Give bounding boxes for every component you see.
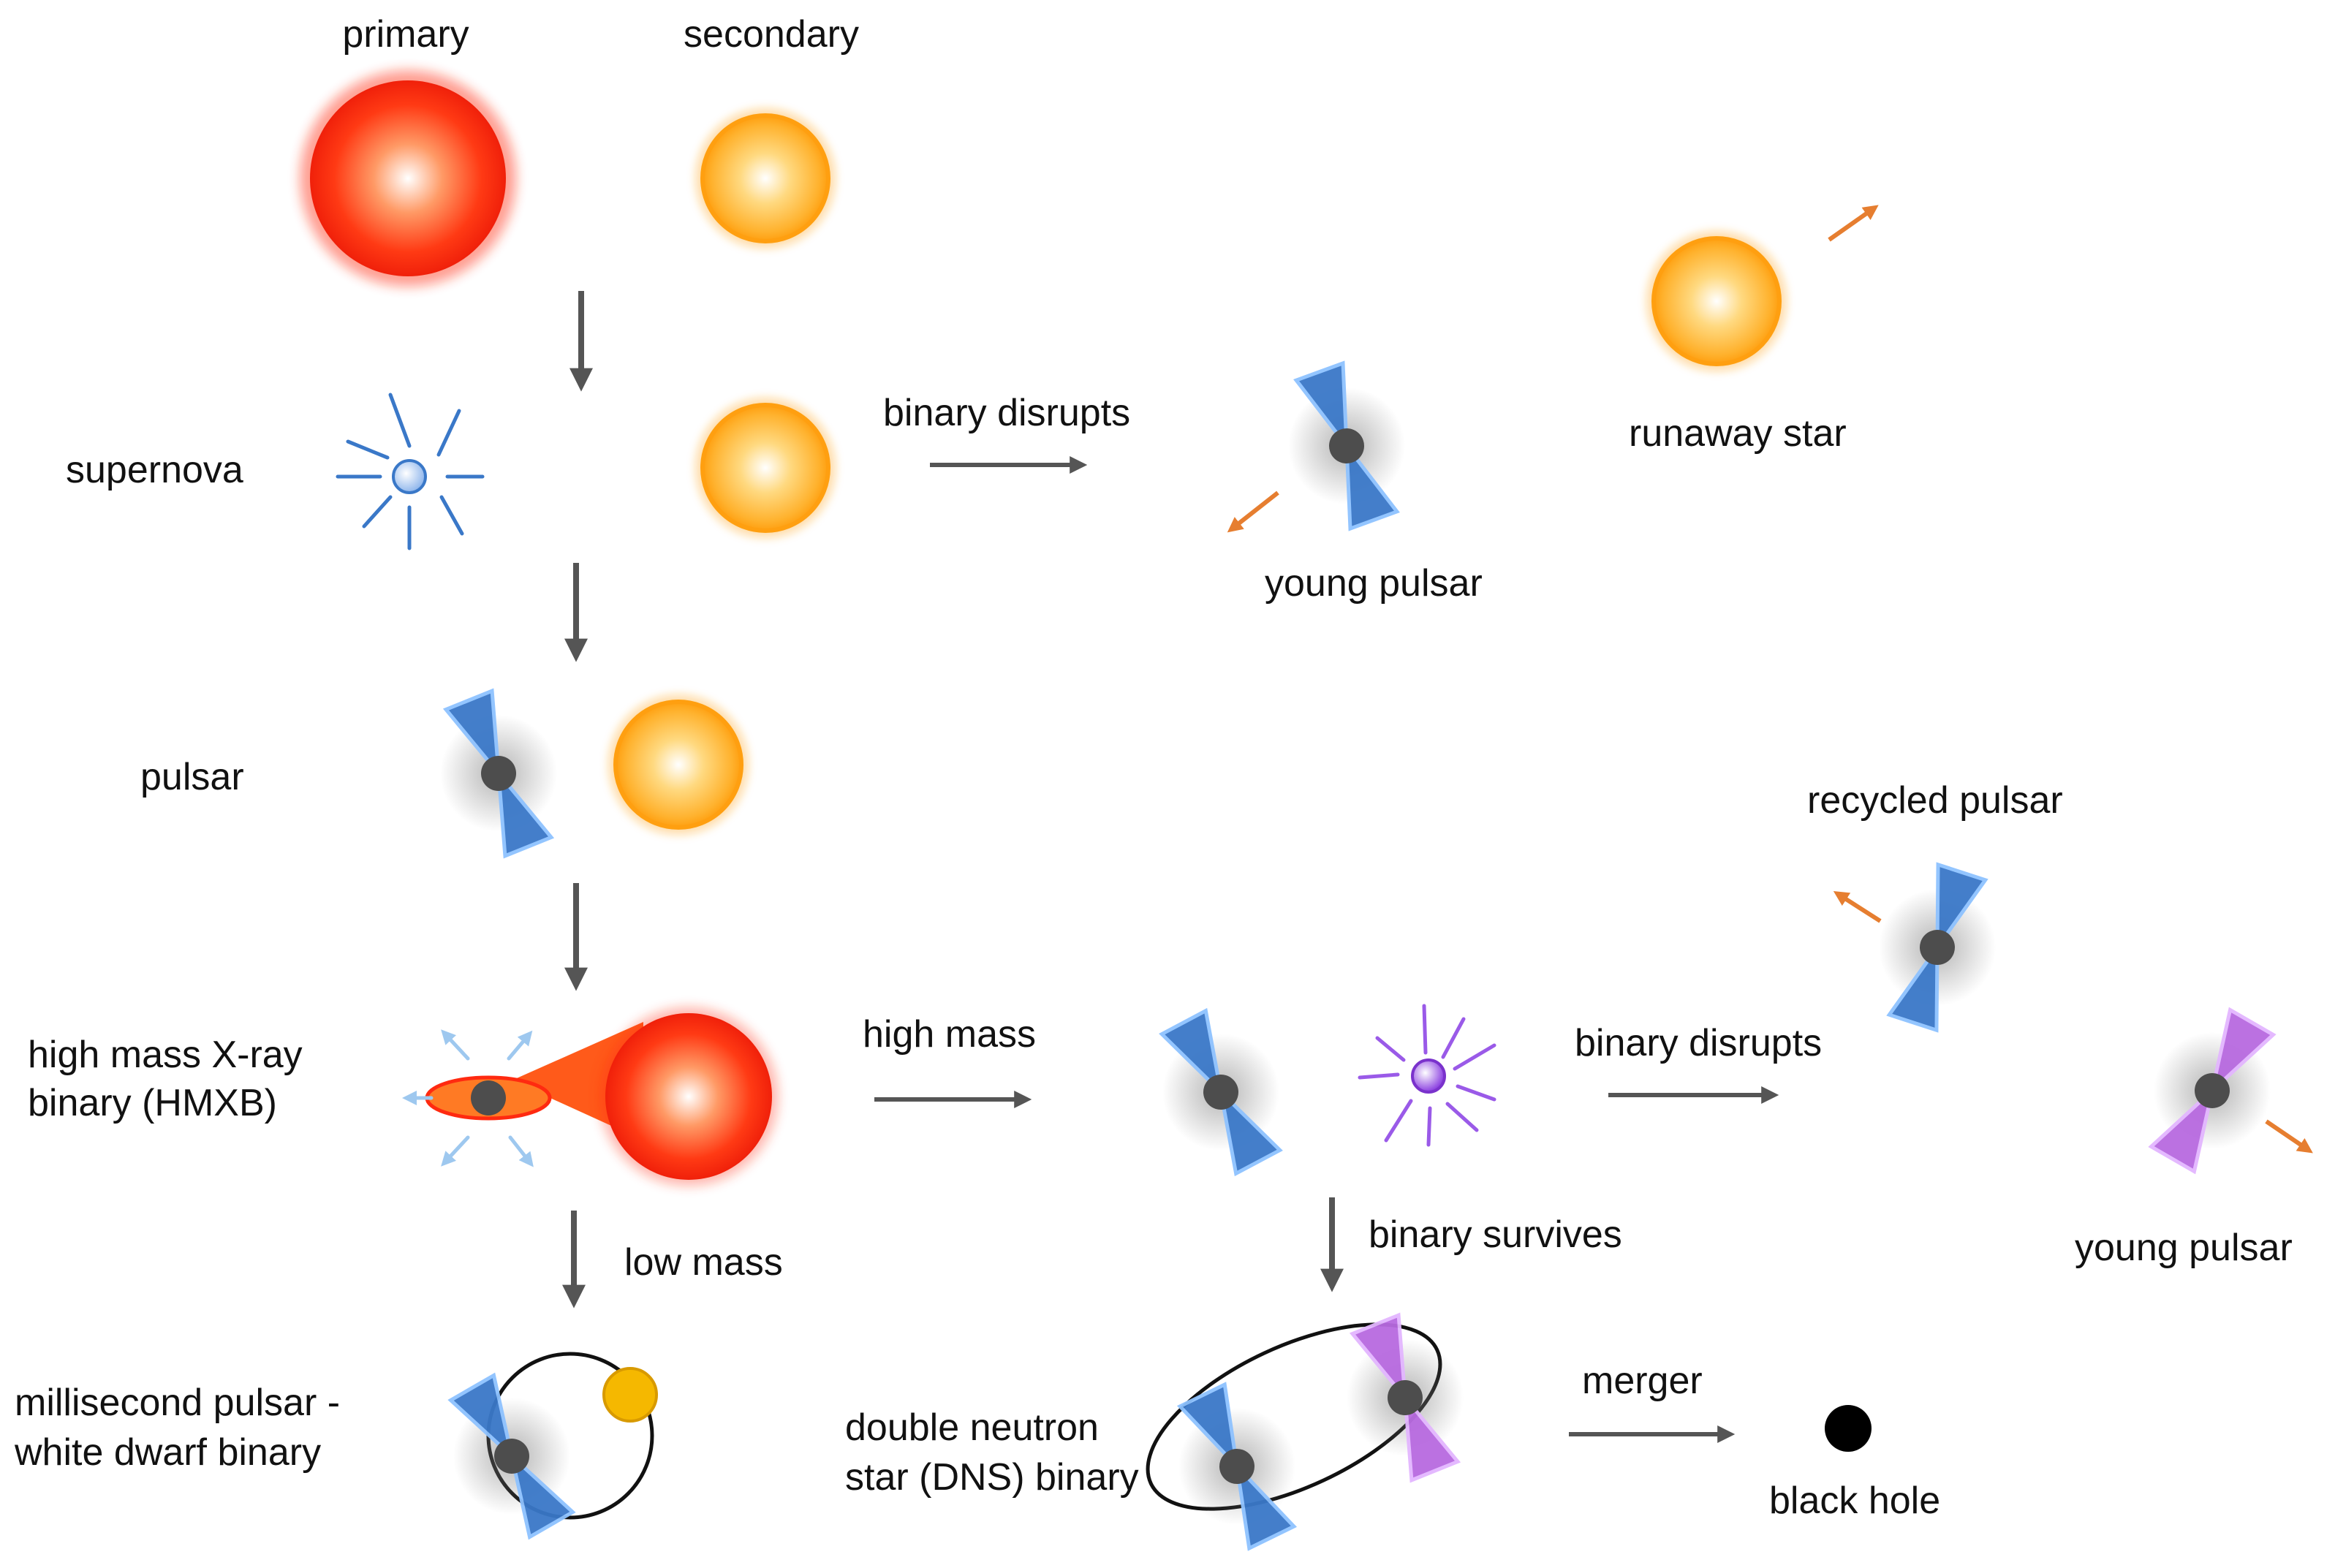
- velocity-arrow-young-pulsar-bottom: [2265, 1119, 2313, 1154]
- dns-label-line2: star (DNS) binary: [845, 1456, 1139, 1499]
- velocity-arrow-recycled-pulsar: [1833, 890, 1882, 923]
- millisecond-pulsar-icon: [422, 1358, 602, 1553]
- dns-label-line1: double neutron: [845, 1406, 1099, 1449]
- binary-disrupts-bottom-label: binary disrupts: [1575, 1022, 1822, 1064]
- secondary-star-with-pulsar-icon: [608, 694, 749, 835]
- msp-wd-label-line1: millisecond pulsar -: [15, 1382, 340, 1424]
- pulsar-icon: [415, 678, 582, 868]
- high-mass-label: high mass: [863, 1013, 1036, 1056]
- young-pulsar-top-label: young pulsar: [1265, 562, 1483, 605]
- young-pulsar-bottom-label: young pulsar: [2075, 1227, 2293, 1269]
- dns-pulsar-purple-icon: [1321, 1303, 1488, 1493]
- black-hole-label: black hole: [1769, 1480, 1940, 1522]
- recycled-pulsar-label: recycled pulsar: [1807, 779, 2063, 822]
- secondary-label: secondary: [684, 13, 859, 56]
- velocity-arrow-runaway-star: [1828, 205, 1879, 242]
- hmxb-system-icon: [425, 1007, 778, 1186]
- second-supernova-burst-icon: [1358, 1004, 1496, 1147]
- black-hole-icon: [1825, 1405, 1872, 1452]
- binary-survives-label: binary survives: [1369, 1213, 1622, 1256]
- young-pulsar-bottom-icon: [2122, 993, 2303, 1188]
- pulsar-label: pulsar: [140, 756, 244, 798]
- runaway-star-label: runaway star: [1629, 412, 1847, 455]
- xray-emission-arrows-icon: [402, 1029, 534, 1167]
- supernova-burst-icon: [336, 393, 485, 550]
- primary-star-icon: [300, 70, 516, 287]
- velocity-arrow-young-pulsar-top: [1227, 491, 1279, 533]
- recycled-pulsar-icon: [1858, 855, 2018, 1041]
- dns-pulsar-blue-icon: [1150, 1370, 1324, 1563]
- secondary-star-icon: [695, 108, 836, 249]
- primary-label: primary: [342, 13, 469, 56]
- binary-disrupts-top-label: binary disrupts: [883, 392, 1130, 434]
- secondary-star-after-supernova-icon: [695, 398, 836, 538]
- low-mass-label: low mass: [624, 1241, 783, 1284]
- supernova-label: supernova: [66, 449, 243, 491]
- hmxb-label-line2: binary (HMXB): [28, 1082, 277, 1124]
- young-pulsar-top-icon: [1265, 352, 1428, 540]
- pulsar-after-high-mass-icon: [1132, 995, 1310, 1189]
- hmxb-label-line1: high mass X-ray: [28, 1034, 303, 1076]
- msp-wd-label-line2: white dwarf binary: [14, 1431, 321, 1474]
- merger-label: merger: [1582, 1360, 1703, 1402]
- white-dwarf-icon: [602, 1367, 658, 1423]
- runaway-star-icon: [1646, 231, 1787, 371]
